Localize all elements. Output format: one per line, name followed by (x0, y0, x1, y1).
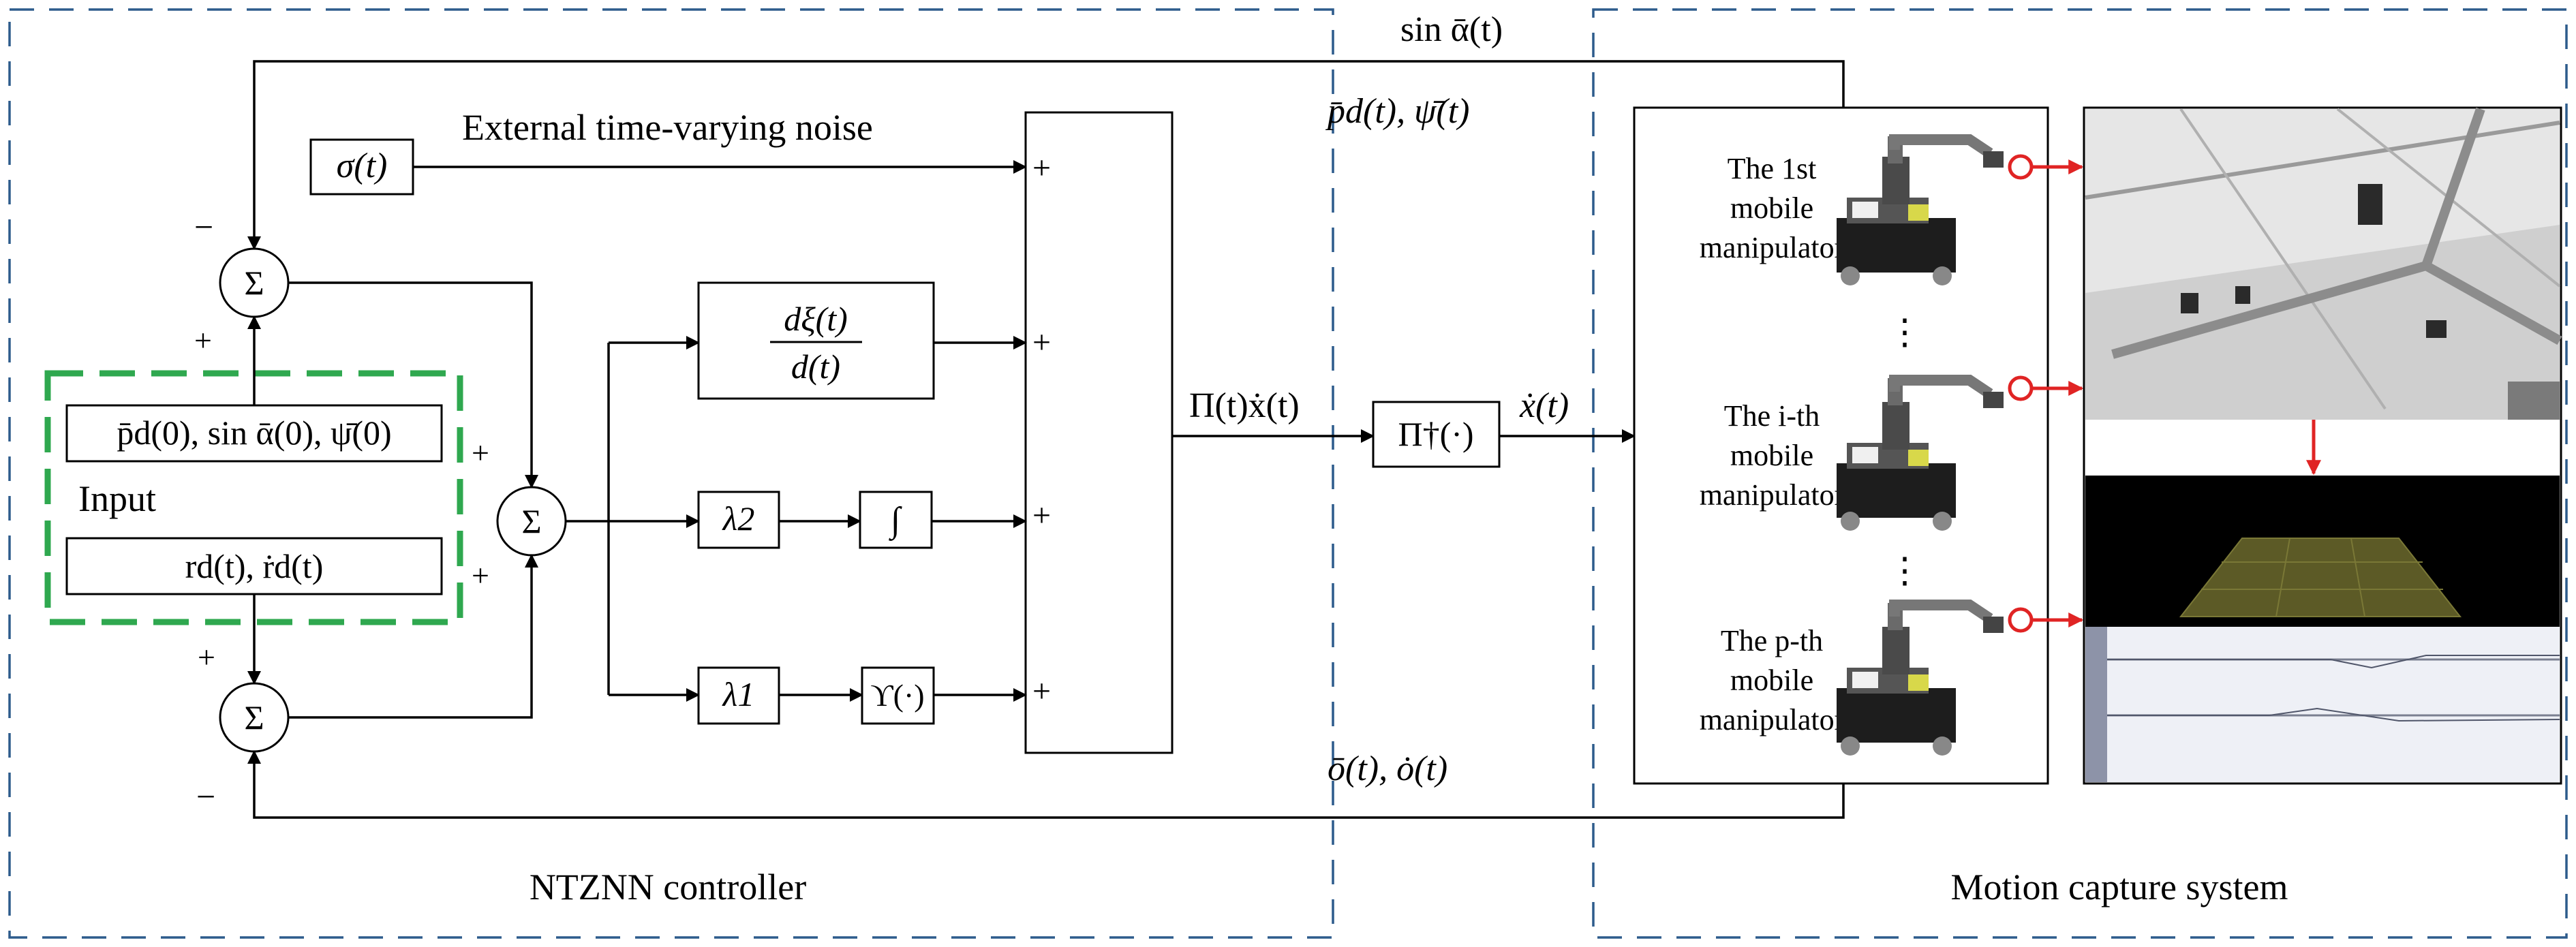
controller-frame (8, 8, 1334, 939)
sigma-mid-label: Σ (521, 502, 541, 540)
x-dot-label: ẋ(t) (1519, 386, 1569, 425)
wire-sigma-bottom-to-mid (288, 554, 538, 719)
derivative-block (697, 281, 935, 400)
capture-plot-view (2085, 627, 2560, 782)
noise-label: External time-varying noise (462, 107, 873, 148)
pi-x-label: Π(t)ẋ(t) (1189, 386, 1300, 425)
controller-caption: NTZNN controller (530, 867, 806, 907)
robot-i-line2: mobile (1730, 439, 1813, 472)
robot-1-image (1837, 134, 2004, 285)
capture-images (2083, 106, 2562, 785)
capture-caption: Motion capture system (1951, 867, 2288, 907)
initial-state-label: p̄d(0), sin ᾱ(0), ψ̄(0) (117, 414, 391, 452)
upsilon-label: ϒ(·) (870, 678, 924, 713)
o-odot-label: ō(t), ȯ(t) (1328, 749, 1447, 788)
lambda2-block (697, 491, 780, 549)
sum-plus-3: + (1032, 497, 1051, 533)
initial-state-box (65, 404, 443, 463)
pd-psi-label: p̄d(t), ψ̄(t) (1325, 92, 1469, 131)
robot-p-image (1837, 600, 2004, 756)
sign-top-plus: + (194, 323, 212, 358)
sin-alpha-label: sin ᾱ(t) (1400, 10, 1503, 49)
robot-p-line3: manipulator (1700, 703, 1845, 736)
sign-mid-plus-top: + (472, 435, 489, 470)
noise-block-label: σ(t) (337, 146, 388, 185)
sum-plus-1: + (1032, 150, 1051, 186)
lambda1-label: λ1 (722, 675, 755, 713)
ellipsis-1: ⋮ (1887, 313, 1922, 352)
feedback-bottom-wire (247, 750, 1845, 819)
pseudo-inverse-block (1372, 401, 1501, 468)
ellipsis-2: ⋮ (1887, 552, 1922, 591)
sign-top-minus: − (194, 208, 213, 246)
sign-mid-plus-bottom: + (472, 558, 489, 593)
robot-i-line1: The i-th (1724, 399, 1820, 433)
sigma-top-label: Σ (244, 264, 264, 302)
wire-sigma-top-to-mid (288, 281, 538, 488)
sigma-bottom-label: Σ (244, 698, 264, 736)
sign-bottom-plus: + (198, 640, 215, 674)
capture-frame (1592, 8, 2568, 939)
robot-p: The p-th mobile manipulator (1700, 600, 2004, 756)
sum-plus-2: + (1032, 324, 1051, 360)
robot-i-line3: manipulator (1700, 478, 1845, 512)
sign-bottom-minus: − (196, 777, 215, 816)
robot-p-line1: The p-th (1721, 624, 1823, 657)
ceiling-photo (2085, 107, 2562, 420)
input-frame (44, 370, 463, 625)
feedback-top-wire (247, 60, 1845, 250)
input-title: Input (78, 478, 156, 519)
robot-p-line2: mobile (1730, 664, 1813, 697)
robot-1: The 1st mobile manipulator (1700, 134, 2004, 285)
derivative-denominator: d(t) (791, 347, 840, 386)
robot-i: The i-th mobile manipulator (1700, 375, 2004, 531)
robot-i-image (1837, 375, 2004, 531)
robot-1-line3: manipulator (1700, 231, 1845, 264)
sum-block (1024, 111, 1174, 754)
sum-plus-4: + (1032, 673, 1051, 709)
upsilon-block (861, 666, 935, 725)
integral-block (859, 491, 933, 549)
reference-label: rd(t), ṙd(t) (185, 547, 324, 585)
integral-label: ∫ (889, 501, 902, 541)
robot-1-line1: The 1st (1728, 152, 1817, 185)
robots-panel (1633, 106, 2049, 785)
capture-3d-view (2085, 476, 2560, 627)
lambda2-label: λ2 (722, 499, 755, 538)
derivative-numerator: dξ(t) (784, 300, 848, 338)
robot-1-line2: mobile (1730, 191, 1813, 225)
pseudo-inverse-label: Π†(·) (1398, 415, 1473, 453)
